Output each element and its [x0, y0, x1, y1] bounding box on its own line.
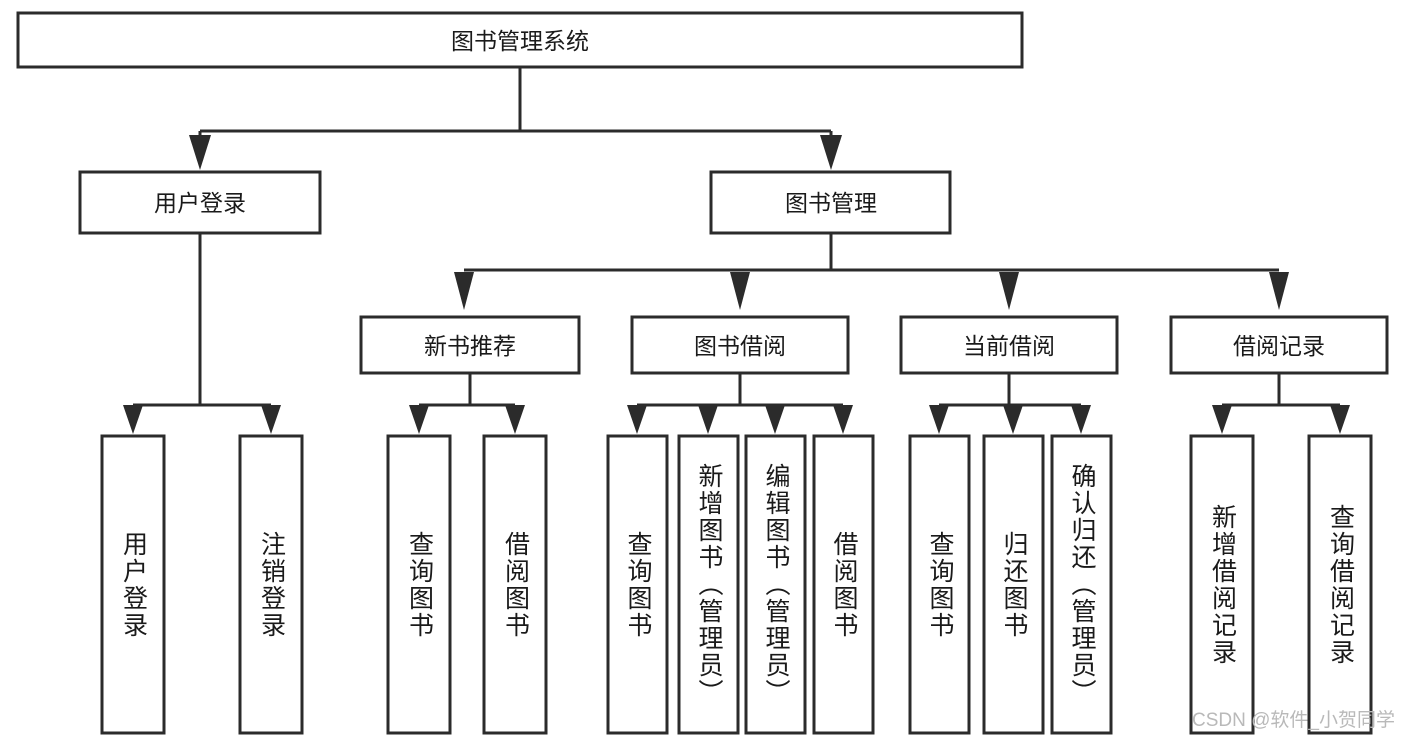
connector-group-new-book-rec: [409, 373, 525, 434]
arrowhead-bookmgmt-child-1: [730, 272, 750, 310]
leaf-box-2[interactable]: [386, 434, 452, 735]
arrowhead-currentborrow-leaf-2: [1071, 405, 1091, 434]
node-book-management-box[interactable]: [709, 170, 952, 235]
arrowhead-root-to-user-login: [189, 135, 211, 170]
arrowhead-bookborrow-leaf-3: [833, 405, 853, 434]
node-user-login-box[interactable]: [78, 170, 322, 235]
leaf-box-5[interactable]: [677, 434, 740, 735]
node-root-label: 图书管理系统: [451, 28, 589, 54]
arrowhead-currentborrow-leaf-0: [929, 405, 949, 434]
leaf-box-10[interactable]: [1050, 434, 1113, 735]
leaf-box-8[interactable]: [908, 434, 971, 735]
leaf-box-3[interactable]: [482, 434, 548, 735]
connector-group-user-login: [123, 233, 281, 434]
leaf-box-1[interactable]: [238, 434, 304, 735]
arrowhead-bookborrow-leaf-0: [627, 405, 647, 434]
node-book-borrow-label: 图书借阅: [694, 333, 786, 359]
arrowhead-bookmgmt-child-3: [1269, 272, 1289, 310]
connector-group-current-borrow: [929, 373, 1091, 434]
node-borrow-record[interactable]: 借阅记录: [1169, 315, 1389, 375]
arrowhead-bookborrow-leaf-2: [765, 405, 785, 434]
node-current-borrow[interactable]: 当前借阅: [899, 315, 1119, 375]
node-user-login[interactable]: 用户登录: [78, 170, 322, 235]
arrowhead-bookmgmt-child-0: [454, 272, 474, 310]
arrowhead-userlogin-leaf-1: [261, 405, 281, 434]
leaf-box-6[interactable]: [744, 434, 807, 735]
leaf-box-4[interactable]: [606, 434, 669, 735]
arrowhead-bookborrow-leaf-1: [698, 405, 718, 434]
node-borrow-record-box[interactable]: [1169, 315, 1389, 375]
arrowhead-newbook-leaf-1: [505, 405, 525, 434]
arrowhead-borrowrecord-leaf-1: [1330, 405, 1350, 434]
arrowhead-bookmgmt-child-2: [999, 272, 1019, 310]
leaf-box-group: [100, 434, 1373, 735]
node-book-management-label: 图书管理: [785, 190, 877, 216]
leaf-box-12[interactable]: [1307, 434, 1373, 735]
leaf-box-11[interactable]: [1189, 434, 1255, 735]
arrowhead-currentborrow-leaf-1: [1003, 405, 1023, 434]
node-root[interactable]: 图书管理系统: [16, 11, 1024, 69]
node-new-book-recommend[interactable]: 新书推荐: [359, 315, 581, 375]
arrowhead-borrowrecord-leaf-0: [1212, 405, 1232, 434]
node-user-login-label: 用户登录: [154, 190, 246, 216]
connector-group-book-mgmt: [454, 233, 1289, 310]
node-borrow-record-label: 借阅记录: [1233, 333, 1325, 359]
connector-group-borrow-record: [1212, 373, 1350, 434]
leaf-box-7[interactable]: [812, 434, 875, 735]
leaf-box-0[interactable]: [100, 434, 166, 735]
arrowhead-newbook-leaf-0: [409, 405, 429, 434]
connector-group-root: [189, 67, 842, 170]
node-new-book-recommend-label: 新书推荐: [424, 333, 516, 359]
node-book-borrow[interactable]: 图书借阅: [630, 315, 850, 375]
arrowhead-userlogin-leaf-0: [123, 405, 143, 434]
arrowhead-root-to-book-mgmt: [820, 135, 842, 170]
connector-group-book-borrow: [627, 373, 853, 434]
node-book-management[interactable]: 图书管理: [709, 170, 952, 235]
leaf-box-9[interactable]: [982, 434, 1045, 735]
node-root-box[interactable]: [16, 11, 1024, 69]
node-book-borrow-box[interactable]: [630, 315, 850, 375]
node-current-borrow-box[interactable]: [899, 315, 1119, 375]
node-new-book-recommend-box[interactable]: [359, 315, 581, 375]
node-current-borrow-label: 当前借阅: [963, 333, 1055, 359]
